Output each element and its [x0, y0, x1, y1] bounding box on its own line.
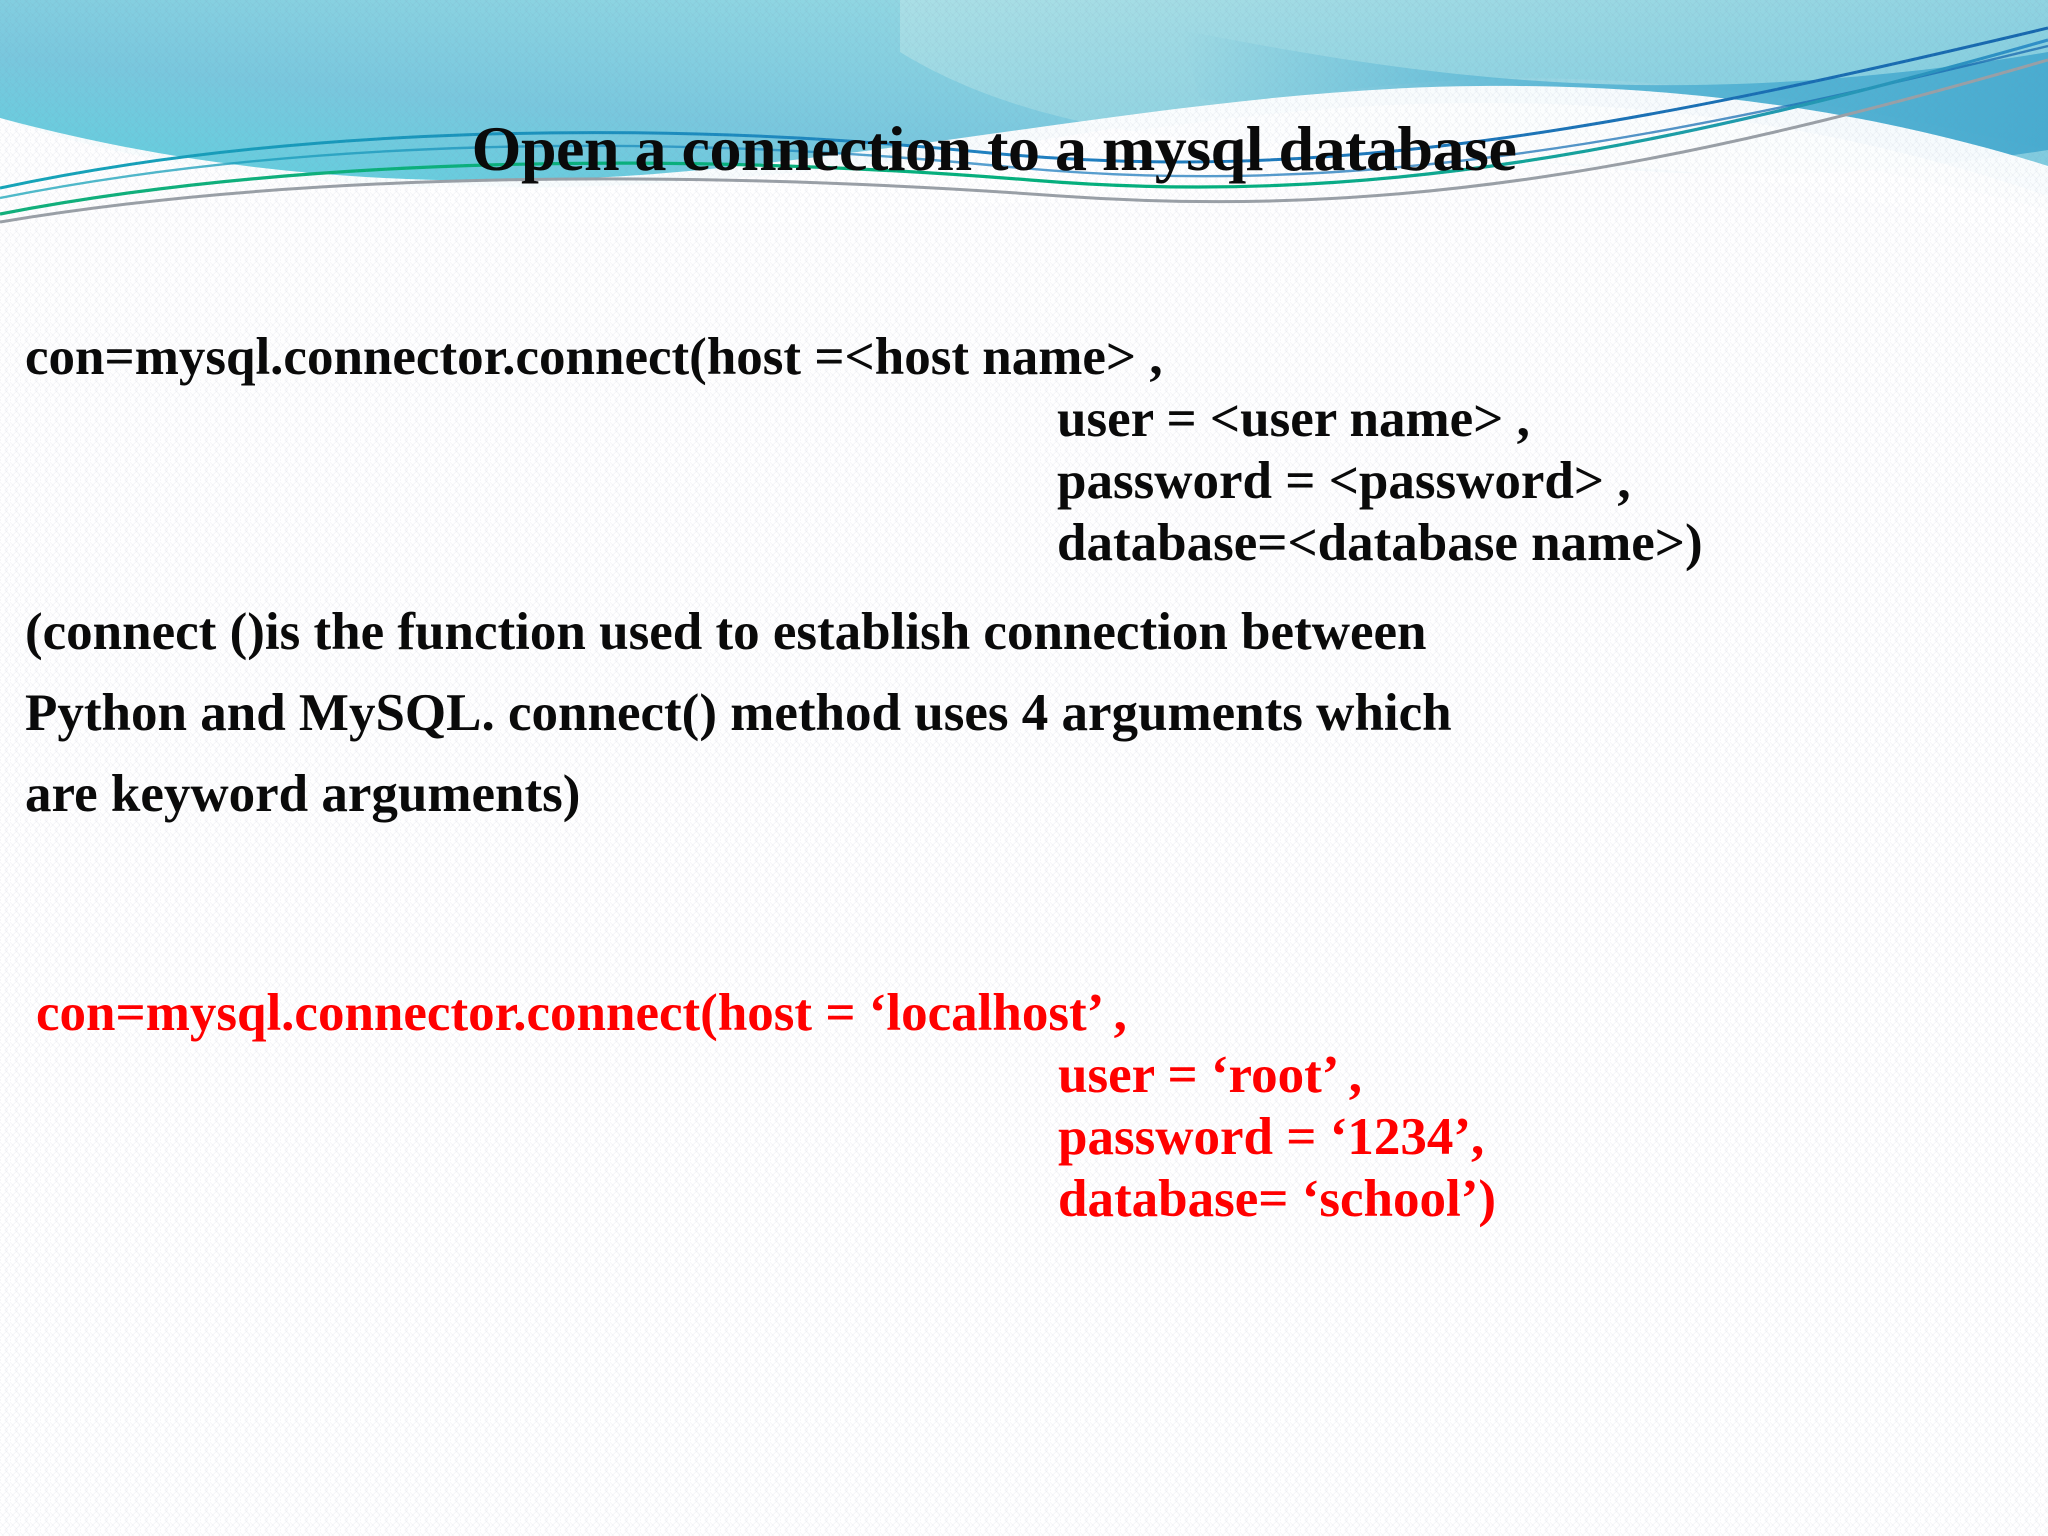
syntax-line-database: database=<database name>)	[1057, 514, 1703, 572]
syntax-line-connect: con=mysql.connector.connect(host =<host …	[25, 328, 1163, 386]
page-title: Open a connection to a mysql database	[471, 113, 1517, 184]
example-line-database: database= ‘school’)	[1058, 1170, 1497, 1228]
syntax-line-user: user = <user name> ,	[1057, 390, 1530, 448]
explanation-line-1: (connect ()is the function used to estab…	[25, 603, 1427, 661]
explanation-line-3: are keyword arguments)	[25, 765, 581, 823]
explanation-paragraph: (connect ()is the function used to estab…	[25, 592, 2048, 835]
example-line-user: user = ‘root’ ,	[1058, 1046, 1362, 1104]
syntax-line-password: password = <password> ,	[1057, 452, 1631, 510]
example-block: con=mysql.connector.connect(host = ‘loca…	[36, 982, 2048, 1230]
example-line-connect: con=mysql.connector.connect(host = ‘loca…	[36, 984, 1127, 1042]
syntax-block: con=mysql.connector.connect(host =<host …	[25, 326, 2048, 835]
explanation-line-2: Python and MySQL. connect() method uses …	[25, 684, 1452, 742]
example-line-password: password = ‘1234’,	[1058, 1108, 1485, 1166]
